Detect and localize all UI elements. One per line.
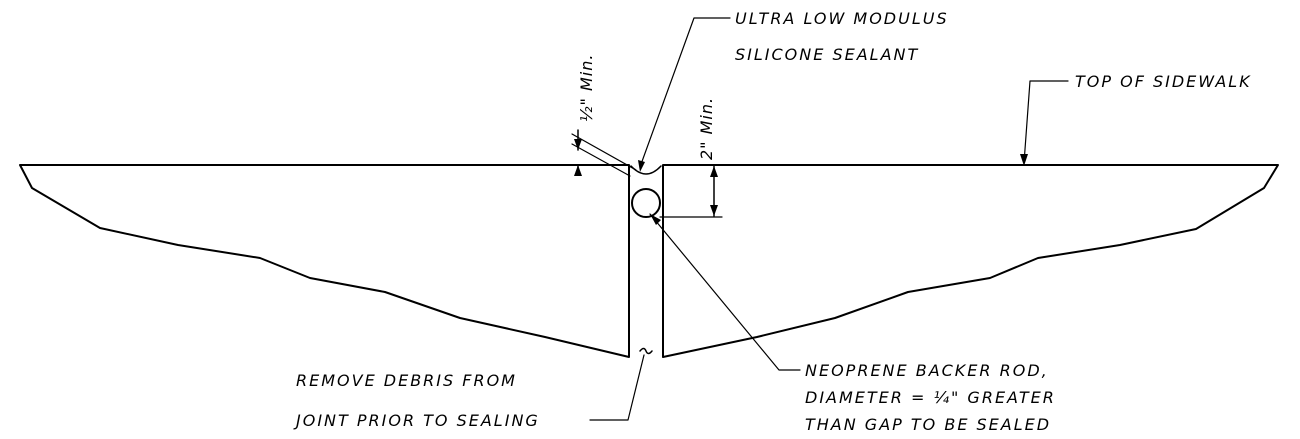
- two-inch-min-label: 2" Min.: [697, 97, 716, 160]
- debris-label-line2: JOINT PRIOR TO SEALING: [293, 411, 540, 430]
- neoprene-backer-rod: [631, 188, 661, 218]
- debris-label-line1: REMOVE DEBRIS FROM: [296, 371, 517, 390]
- backer-label-line3: THAN GAP TO BE SEALED: [805, 415, 1051, 434]
- debris-leader: [589, 354, 645, 421]
- backer-rod-leader: [649, 213, 801, 371]
- top-of-sidewalk-label: TOP OF SIDEWALK: [1075, 72, 1252, 91]
- left-sidewalk-slab: [19, 164, 630, 358]
- sealant-leader: [638, 17, 731, 172]
- sealant-label-line1: ULTRA LOW MODULUS: [735, 9, 949, 28]
- sealant-label-line2: SILICONE SEALANT: [735, 45, 919, 64]
- backer-label-line1: NEOPRENE BACKER ROD,: [805, 361, 1049, 380]
- half-inch-min-label: ½" Min.: [577, 54, 596, 122]
- right-sidewalk-slab: [662, 164, 1279, 358]
- half-inch-min-dimension: ½" Min.: [571, 54, 637, 177]
- top-of-sidewalk-leader: [1020, 80, 1069, 166]
- two-inch-min-dimension: 2" Min.: [659, 97, 723, 218]
- backer-label-line2: DIAMETER = ¼" GREATER: [805, 388, 1056, 407]
- joint-gap-symbol: [639, 347, 653, 355]
